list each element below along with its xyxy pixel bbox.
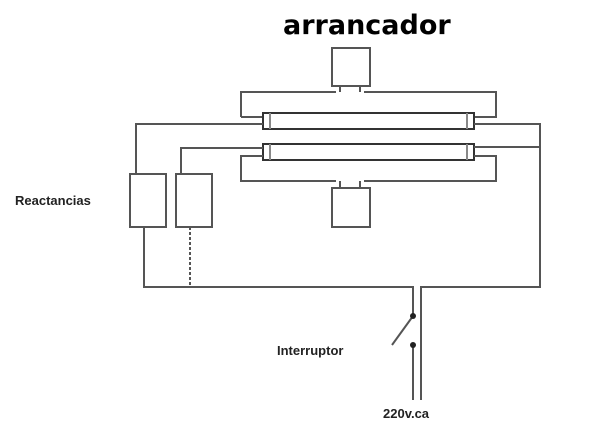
wire-tube1-right	[420, 123, 541, 400]
reactance-label: Reactancias	[15, 193, 91, 208]
tube-1-caps	[269, 113, 468, 129]
reactance-1	[129, 173, 167, 228]
wire-reactance-1	[143, 227, 414, 318]
switch-icon	[391, 313, 416, 348]
starter-top-pins	[339, 86, 361, 92]
wire-tube2-left	[180, 147, 263, 174]
fluorescent-tube-2	[262, 143, 475, 161]
starter-top	[331, 47, 371, 87]
reactance-2	[175, 173, 213, 228]
reflector-top	[240, 91, 497, 118]
switch-label: Interruptor	[277, 343, 344, 358]
tube-2-caps	[269, 144, 468, 160]
wire-tube1-left	[135, 123, 263, 174]
starter-bottom	[331, 187, 371, 228]
reflector-bottom	[240, 155, 497, 182]
fluorescent-tube-1	[262, 112, 475, 130]
voltage-label: 220v.ca	[383, 406, 430, 421]
starter-bottom-pins	[339, 181, 361, 188]
starter-label: arrancador	[283, 10, 451, 41]
